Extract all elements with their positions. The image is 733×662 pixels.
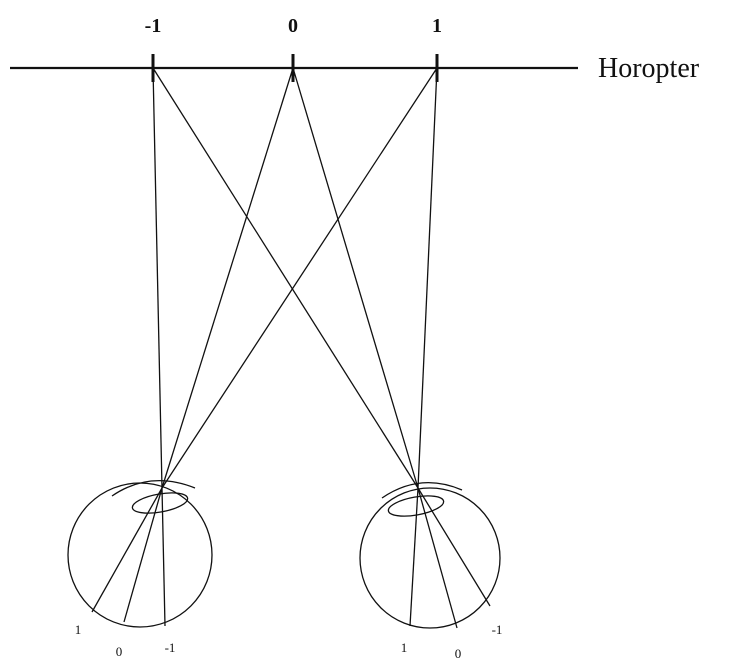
- sightline-left-eye-1: [162, 68, 437, 488]
- right-eye: 1 0 -1: [360, 483, 502, 661]
- sightline-right-eye-minus1: [153, 68, 418, 488]
- left-retina-label-1: 1: [75, 622, 82, 637]
- right-retina-line-1: [410, 488, 418, 626]
- sightline-left-eye-minus1: [153, 68, 162, 488]
- left-eye: 1 0 -1: [68, 481, 212, 659]
- left-eyeball: [68, 483, 212, 627]
- right-retina-line-minus1: [418, 488, 490, 606]
- sightline-right-eye-0: [293, 68, 418, 488]
- horopter-point-label-minus1: -1: [145, 15, 162, 37]
- left-retina-label-0: 0: [116, 644, 123, 659]
- left-retina-line-0: [124, 488, 162, 622]
- horopter-label: Horopter: [598, 53, 700, 84]
- right-retina-label-0: 0: [455, 646, 462, 661]
- right-eyeball: [360, 488, 500, 628]
- right-retina-label-1: 1: [401, 640, 408, 655]
- sightline-right-eye-1: [418, 68, 437, 488]
- left-retina-label-minus1: -1: [165, 640, 176, 655]
- left-retina-line-1: [92, 488, 162, 612]
- right-retina-label-minus1: -1: [492, 622, 503, 637]
- horopter-point-label-1: 1: [432, 15, 442, 37]
- sightline-left-eye-0: [162, 68, 293, 488]
- horopter-point-label-0: 0: [288, 15, 298, 37]
- left-retina-line-minus1: [162, 488, 165, 626]
